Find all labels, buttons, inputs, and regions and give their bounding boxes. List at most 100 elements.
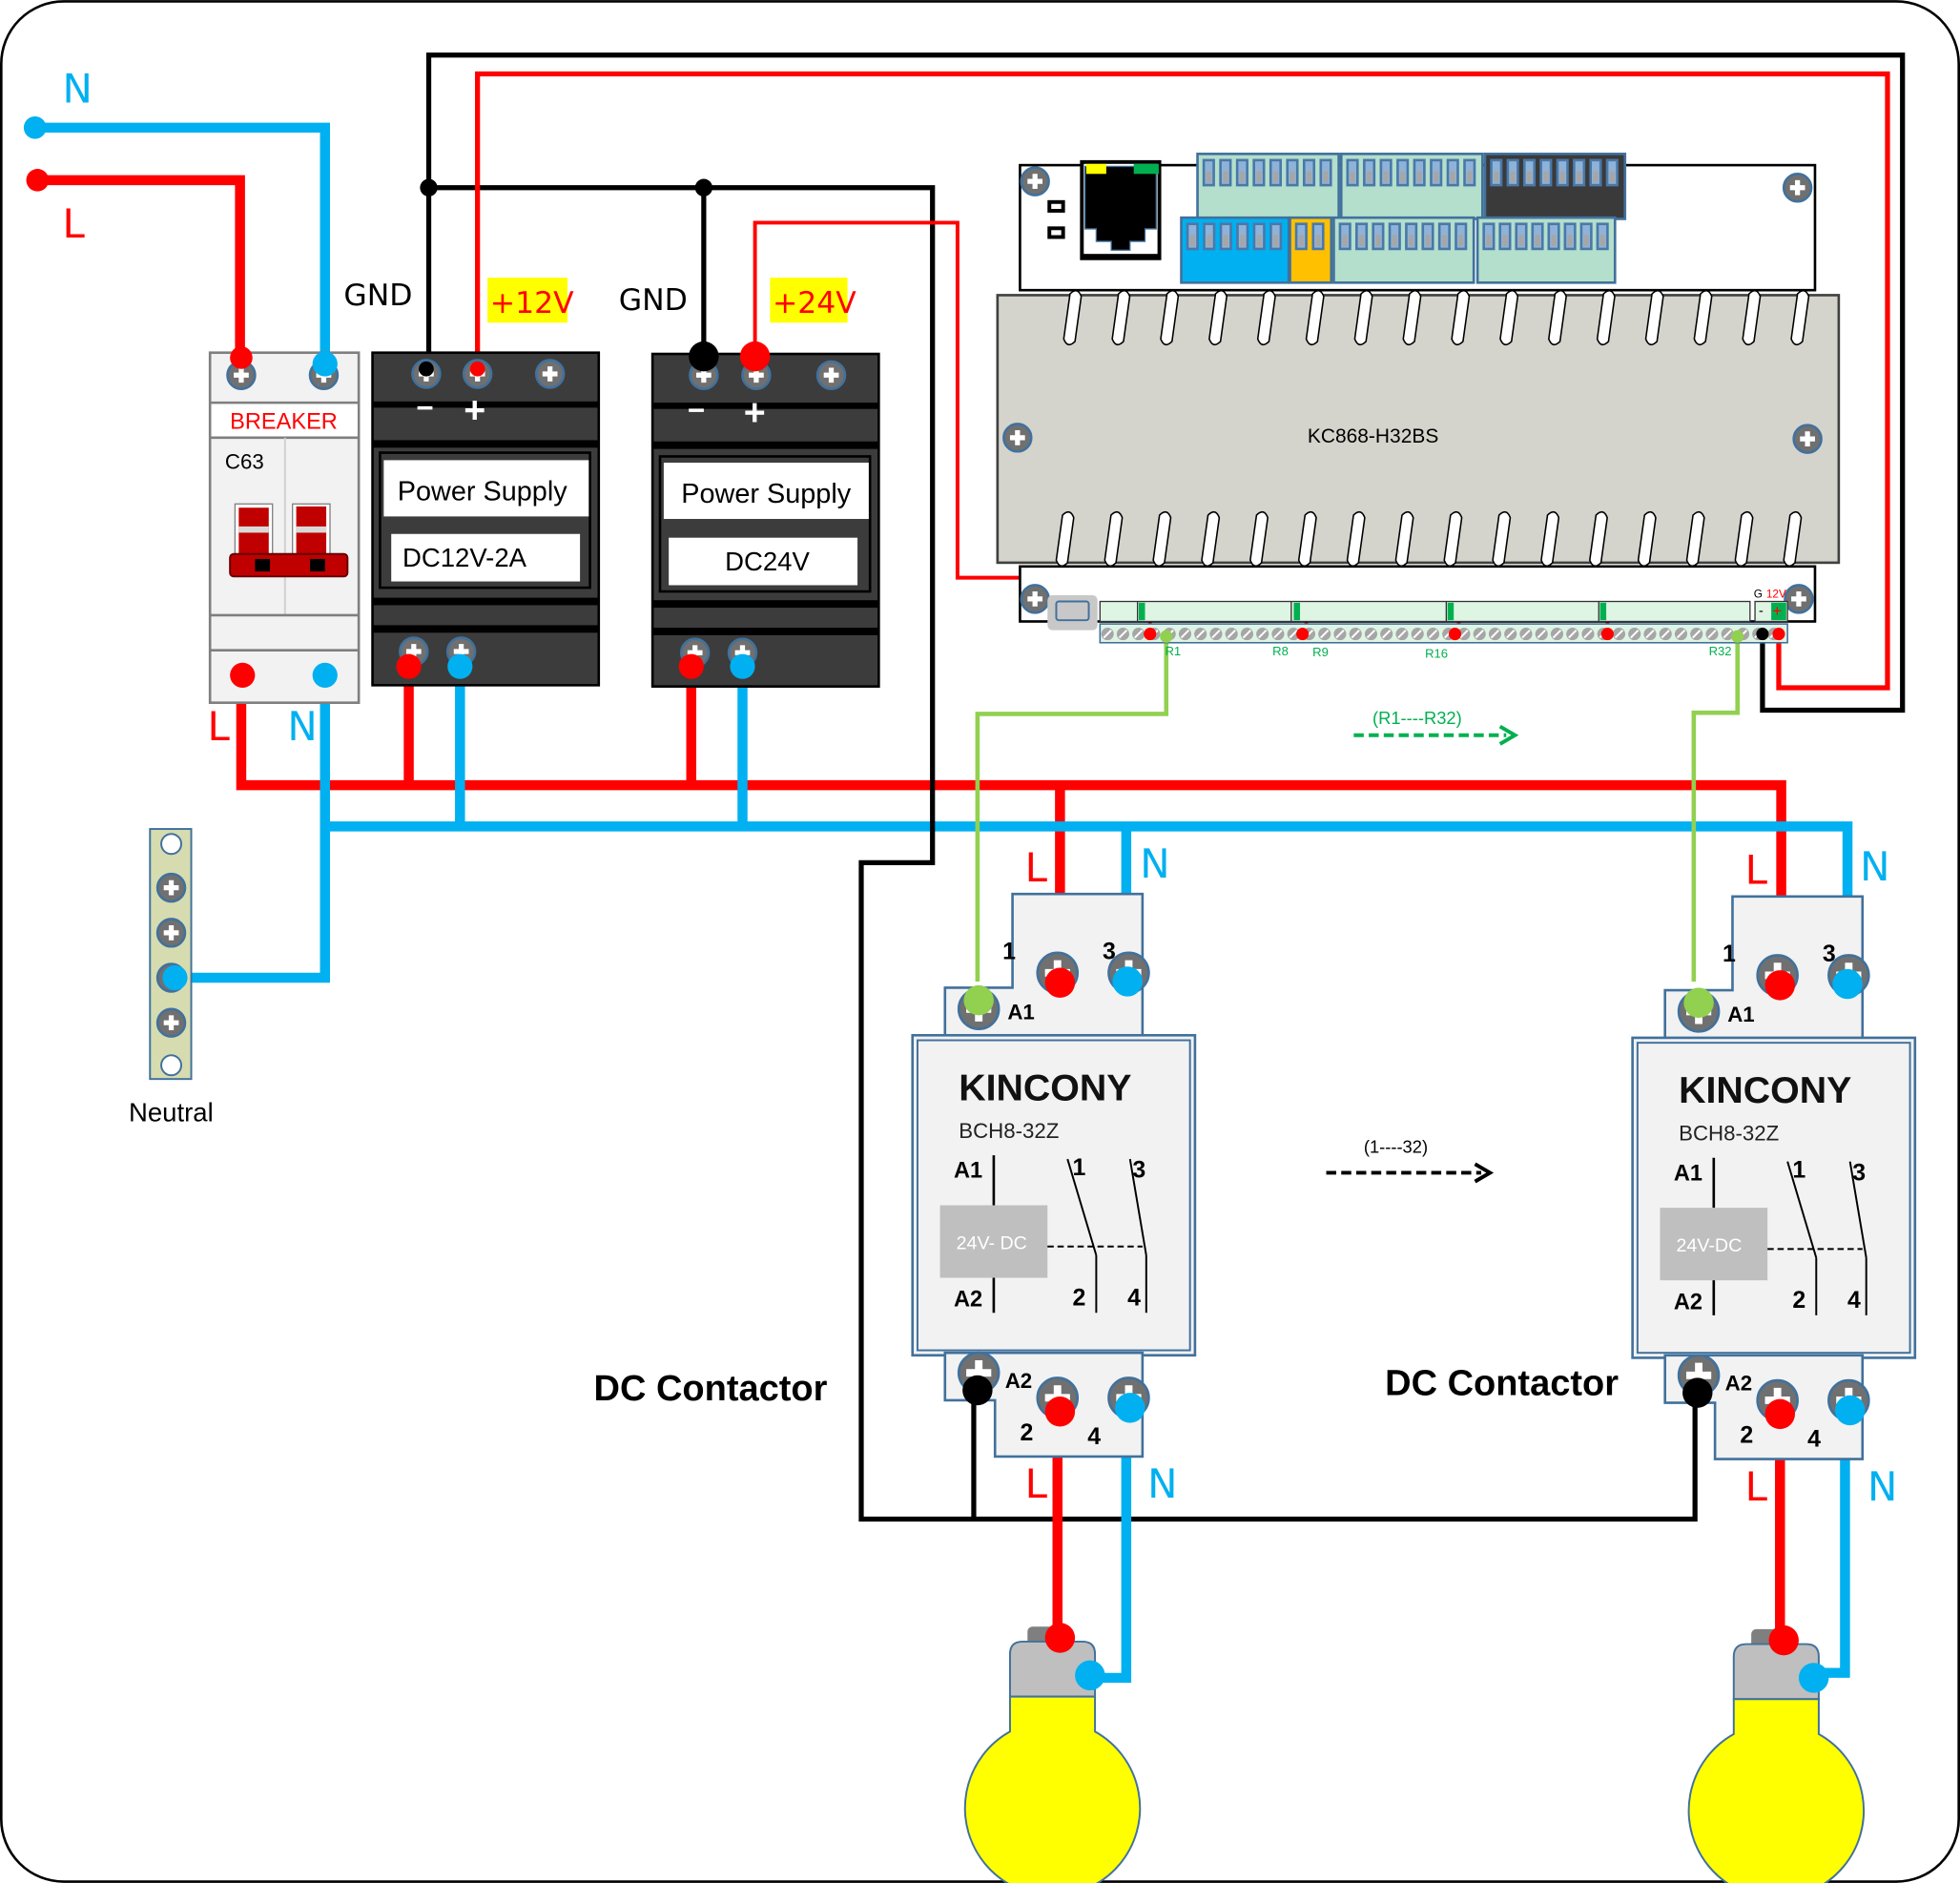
screw-terminal[interactable] (1549, 627, 1565, 642)
controller-12v-terminal[interactable] (1772, 628, 1785, 641)
coil-a1-terminal[interactable] (963, 984, 994, 1016)
psu24-ac-live-terminal[interactable] (678, 653, 704, 679)
relay-label-r9: R9 (1312, 645, 1329, 659)
schematic-label-2: 2 (1792, 1287, 1805, 1314)
screw-terminal[interactable] (1100, 627, 1115, 642)
power-plus-label: + (1772, 602, 1782, 620)
contact-3-terminal[interactable] (1832, 968, 1863, 1000)
contact-2-terminal[interactable] (1044, 1397, 1076, 1427)
bulb-neutral-terminal[interactable] (1075, 1660, 1105, 1691)
terminal-blocks-top (1180, 153, 1627, 284)
contact-4-terminal[interactable] (1115, 1393, 1145, 1423)
screw-terminal[interactable] (1410, 627, 1425, 642)
terminal-label-a1: A1 (1007, 1000, 1034, 1024)
contact-1-terminal[interactable] (1044, 967, 1076, 998)
screw-terminal[interactable] (1689, 627, 1704, 642)
coil-label: 24V- DC (957, 1232, 1027, 1253)
screw-terminal[interactable] (1177, 627, 1192, 642)
relay-com-r1[interactable] (1144, 628, 1157, 641)
bulb-neutral-terminal[interactable] (1798, 1663, 1829, 1693)
screw-terminal[interactable] (1534, 627, 1549, 642)
relay-range-arrow (1353, 724, 1519, 746)
relay-com-r9[interactable] (1296, 628, 1310, 641)
contactor-model: BCH8-32Z (959, 1119, 1059, 1143)
psu12-gnd-label: GND (343, 279, 412, 313)
relay-com-r16[interactable] (1448, 628, 1462, 641)
psu12-plus-terminal[interactable] (469, 361, 485, 377)
breaker-handle[interactable] (229, 503, 349, 578)
controller-gnd-terminal[interactable] (1756, 628, 1769, 641)
screw-terminal[interactable] (1193, 627, 1208, 642)
output-neutral-label: N (1867, 1463, 1897, 1510)
bulb-live-terminal[interactable] (1044, 1623, 1076, 1653)
relay-com-r25[interactable] (1600, 628, 1614, 641)
relay-no-r32[interactable] (1731, 630, 1744, 643)
contactor-model: BCH8-32Z (1679, 1121, 1779, 1145)
schematic-label-4: 4 (1847, 1287, 1861, 1314)
contactor-1-caption: DC Contactor (594, 1369, 828, 1409)
screw-terminal[interactable] (1363, 627, 1378, 642)
screw-terminal[interactable] (1518, 627, 1534, 642)
screw-terminal[interactable] (1642, 627, 1658, 642)
screw-terminal[interactable] (1673, 627, 1689, 642)
screw-terminal[interactable] (1580, 627, 1596, 642)
breaker-out-live-terminal[interactable] (230, 662, 256, 688)
contactor-2-caption: DC Contactor (1385, 1364, 1619, 1404)
breaker-out-live-label: L (208, 703, 231, 750)
contact-4-terminal[interactable] (1834, 1395, 1866, 1426)
screw-terminal[interactable] (1332, 627, 1348, 642)
screw-terminal[interactable] (1472, 627, 1487, 642)
screw-terminal[interactable] (1115, 627, 1130, 642)
screw-terminal[interactable] (1503, 627, 1518, 642)
neutral-bar-terminal[interactable] (162, 964, 188, 991)
wire-live-bus (236, 674, 1786, 963)
screw-terminal[interactable] (1239, 627, 1254, 642)
screw-terminal[interactable] (1704, 627, 1720, 642)
screw-terminal[interactable] (1224, 627, 1239, 642)
screw-terminal[interactable] (1627, 627, 1642, 642)
bulb-live-terminal[interactable] (1768, 1624, 1799, 1656)
rs485-port[interactable] (1047, 594, 1098, 631)
screw-terminal[interactable] (1348, 627, 1363, 642)
schematic-label-1: 1 (1072, 1154, 1085, 1181)
coil-a2-terminal[interactable] (962, 1375, 993, 1406)
screw-terminal[interactable] (1658, 627, 1673, 642)
contact-1-terminal[interactable] (1764, 970, 1796, 1001)
schematic-label-a2: A2 (1674, 1289, 1702, 1314)
terminal-label-4: 4 (1807, 1425, 1821, 1452)
contact-3-terminal[interactable] (1112, 966, 1143, 997)
screw-terminal[interactable] (1425, 627, 1440, 642)
screw-terminal[interactable] (1379, 627, 1394, 642)
psu24-ac-neutral-terminal[interactable] (730, 653, 755, 679)
ethernet-port[interactable] (1080, 159, 1162, 260)
psu12-ac-neutral-terminal[interactable] (447, 653, 473, 679)
screw-terminal[interactable] (1565, 627, 1580, 642)
screw-terminal[interactable] (1611, 627, 1627, 642)
screw-terminal[interactable] (1270, 627, 1286, 642)
terminal-block (1196, 153, 1340, 220)
wire-mains-neutral (34, 122, 330, 365)
screw-terminal[interactable] (1131, 627, 1146, 642)
terminal-label-4: 4 (1087, 1423, 1101, 1450)
screw-terminal[interactable] (1208, 627, 1224, 642)
screw-terminal[interactable] (1394, 627, 1410, 642)
coil-a2-terminal[interactable] (1682, 1377, 1713, 1408)
screw-terminal[interactable] (1255, 627, 1270, 642)
breaker-out-neutral-terminal[interactable] (312, 662, 338, 688)
breaker-in-live-terminal[interactable] (230, 346, 253, 369)
wire-gnd-psu24 (428, 185, 1698, 1522)
psu12-ac-live-terminal[interactable] (396, 653, 422, 679)
breaker: BREAKER C63 L N (208, 346, 361, 750)
contact-2-terminal[interactable] (1764, 1398, 1796, 1430)
terminal-label-2: 2 (1740, 1422, 1753, 1449)
screw-terminal[interactable] (1487, 627, 1502, 642)
coil-a1-terminal[interactable] (1683, 987, 1714, 1018)
psu24-plus-terminal[interactable] (739, 341, 771, 372)
breaker-in-neutral-terminal[interactable] (312, 351, 338, 377)
screw-terminal[interactable] (1317, 627, 1332, 642)
relay-no-r1[interactable] (1160, 630, 1173, 643)
psu12-minus-terminal[interactable] (419, 361, 434, 377)
terminal-label-3: 3 (1823, 941, 1836, 967)
psu24-minus-terminal[interactable] (689, 341, 719, 372)
